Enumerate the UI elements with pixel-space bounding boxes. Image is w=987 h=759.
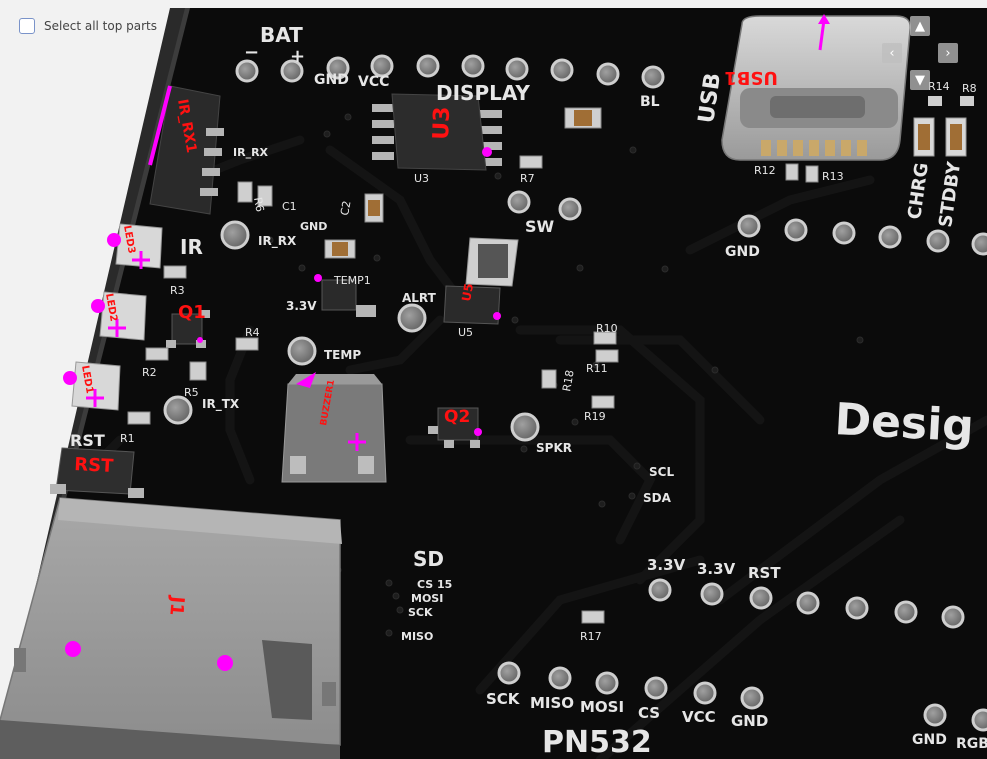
red-led1: LED1	[79, 365, 95, 395]
refdes-r12: R12	[754, 164, 776, 177]
silk-pn-mosi: MOSI	[580, 698, 624, 716]
refdes-r1: R1	[120, 432, 135, 445]
refdes-r4: R4	[245, 326, 260, 339]
reset-button-component	[50, 447, 144, 498]
u5-chip	[443, 285, 501, 325]
q2-transistor	[428, 407, 482, 448]
refdes-r5: R5	[184, 386, 199, 399]
red-usb1: USB1	[724, 67, 778, 88]
refdes-r14: R14	[928, 80, 950, 93]
silk-ir: IR	[180, 235, 203, 259]
select-all-checkbox[interactable]	[19, 18, 35, 34]
silk-ir-rx-top: IR_RX	[233, 146, 269, 159]
silk-3v3: 3.3V	[286, 299, 317, 313]
silk-gnd-top: GND	[314, 72, 349, 88]
silk-bl: BL	[640, 94, 660, 110]
nav-up-button[interactable]: ▲	[910, 16, 930, 36]
chevron-down-icon: ▼	[915, 72, 925, 88]
select-all-label: Select all top parts	[44, 19, 158, 33]
led-components	[63, 223, 163, 411]
silk-gnd-br: GND	[912, 732, 947, 748]
refdes-r19: R19	[584, 410, 606, 423]
chevron-left-icon: ‹	[889, 45, 895, 61]
silk-gnd-small: GND	[300, 220, 327, 233]
select-all-top-parts-toggle[interactable]: Select all top parts	[19, 18, 157, 34]
silk-rgb: RGB	[956, 736, 987, 752]
refdes-r3: R3	[170, 284, 185, 297]
copper-traces	[85, 135, 987, 759]
silk-vcc-top: VCC	[358, 74, 389, 90]
q1-transistor	[166, 310, 210, 348]
silk-miso: MISO	[401, 630, 433, 643]
red-q1: Q1	[178, 302, 206, 323]
passive-bodies	[332, 110, 592, 256]
silk-header-3v3-b: 3.3V	[697, 560, 736, 578]
refdes-temp1: TEMP1	[333, 274, 371, 287]
silk-sd: SD	[413, 547, 444, 571]
red-led3: LED3	[121, 225, 137, 255]
usb-c-connector	[721, 14, 911, 161]
silk-gnd-right: GND	[725, 244, 760, 260]
silk-rst: RST	[70, 431, 105, 450]
silk-desig: Desig	[833, 394, 975, 452]
chevron-up-icon: ▲	[915, 18, 925, 34]
through-hole-pads	[163, 54, 987, 732]
silk-ir-tx: IR_TX	[202, 397, 240, 412]
silk-pn-gnd: GND	[731, 712, 768, 730]
silk-ir-rx: IR_RX	[258, 234, 297, 249]
red-rst: RST	[74, 454, 115, 477]
red-u5: U5	[459, 282, 476, 302]
refdes-r10: R10	[596, 322, 618, 335]
u3-chip	[372, 93, 502, 171]
r9-component	[465, 237, 519, 287]
silk-scl: SCL	[649, 465, 674, 479]
refdes-r13: R13	[822, 170, 844, 183]
buzzer-component	[281, 372, 387, 483]
refdes-r6: R6	[251, 196, 266, 213]
red-q2: Q2	[444, 407, 470, 427]
sd-card-holder	[0, 497, 342, 759]
silk-alrt: ALRT	[402, 291, 437, 305]
chevron-right-icon: ›	[945, 45, 951, 61]
silk-temp: TEMP	[324, 348, 361, 362]
silk-sda: SDA	[643, 491, 672, 505]
refdes-u3: U3	[414, 172, 429, 185]
refdes-r8: R8	[962, 82, 977, 95]
silk-sw: SW	[525, 217, 555, 236]
refdes-c1: C1	[282, 200, 297, 213]
temp-sensor	[314, 274, 376, 317]
ir-receiver	[148, 85, 224, 215]
silk-header-3v3-a: 3.3V	[647, 556, 686, 574]
silk-display: DISPLAY	[436, 81, 530, 105]
nav-down-button[interactable]: ▼	[910, 70, 930, 90]
red-led2: LED2	[103, 293, 119, 323]
nav-left-button[interactable]: ‹	[882, 43, 902, 63]
silk-bat-plus: +	[290, 46, 305, 67]
refdes-r11: R11	[586, 362, 608, 375]
nav-right-button[interactable]: ›	[938, 43, 958, 63]
refdes-c2: C2	[338, 200, 353, 217]
refdes-r7: R7	[520, 172, 535, 185]
silk-pn-cs: CS	[638, 704, 660, 722]
silk-pn-sck: SCK	[486, 690, 521, 708]
refdes-r2: R2	[142, 366, 157, 379]
silk-pn532: PN532	[542, 725, 652, 759]
silk-bat: BAT	[260, 23, 303, 47]
refdes-u5: U5	[458, 326, 473, 339]
silk-mosi: MOSI	[411, 592, 443, 605]
red-u3: U3	[429, 106, 455, 140]
silk-header-rst: RST	[748, 564, 781, 582]
silk-cs15: CS 15	[417, 578, 452, 591]
silk-bat-minus: −	[244, 42, 259, 63]
refdes-r18: R18	[560, 369, 577, 393]
silk-pn-miso: MISO	[530, 694, 574, 712]
red-j1: J1	[165, 594, 188, 617]
silk-spkr: SPKR	[536, 441, 572, 455]
charge-leds	[913, 96, 974, 157]
silk-pn-vcc: VCC	[682, 708, 716, 726]
refdes-r17: R17	[580, 630, 602, 643]
silk-sck: SCK	[408, 606, 433, 619]
